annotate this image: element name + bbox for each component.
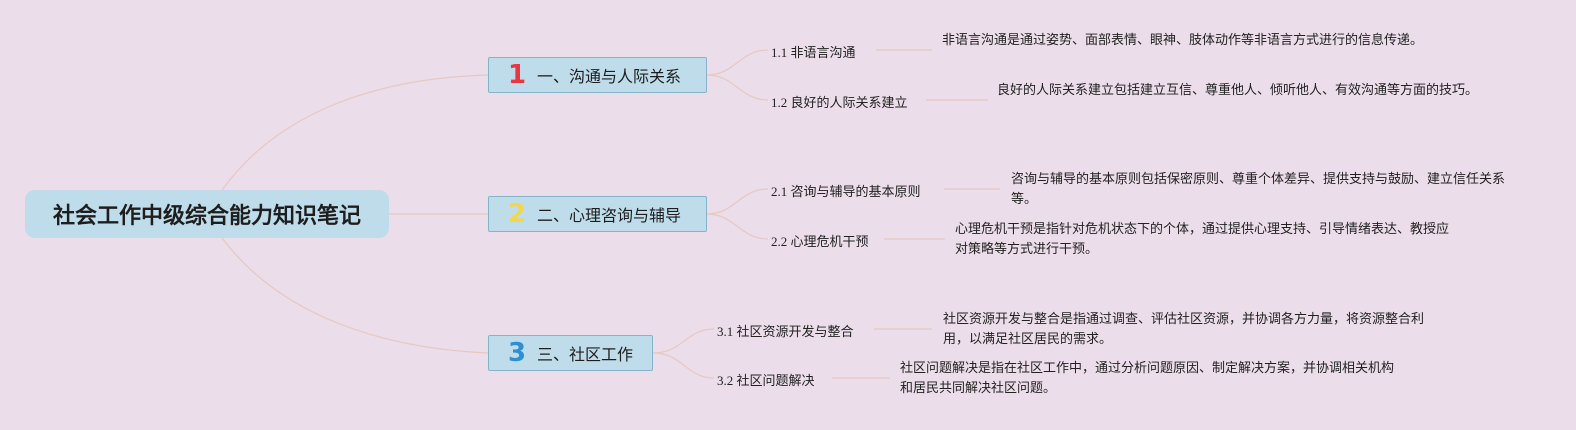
topic-title: 二、心理咨询与辅导 [537, 206, 682, 225]
description-3-2: 社区问题解决是指在社区工作中，通过分析问题原因、制定解决方案，并协调相关机构和居… [900, 361, 1395, 396]
description-3-1: 社区资源开发与整合是指通过调查、评估社区资源，并协调各方力量，将资源整合利用，以… [943, 312, 1425, 347]
number-two-icon: 2 [507, 199, 527, 229]
connector-root-topic-3 [221, 237, 489, 354]
subtopic-3-2[interactable]: 3.2 社区问题解决 [717, 373, 815, 388]
number-three-icon: 3 [507, 338, 527, 368]
connector-topic-1-sub-1 [706, 49, 769, 76]
topic-node-3[interactable]: 3 三、社区工作 [488, 335, 653, 371]
topic-title: 三、社区工作 [537, 345, 634, 364]
root-title: 社会工作中级综合能力知识笔记 [52, 204, 361, 229]
subtopic-2-2[interactable]: 2.2 心理危机干预 [771, 234, 869, 249]
description-2-1: 咨询与辅导的基本原则包括保密原则、尊重个体差异、提供支持与鼓励、建立信任关系等。 [1011, 172, 1506, 207]
subtopic-1-2[interactable]: 1.2 良好的人际关系建立 [771, 95, 908, 110]
number-one-icon: 1 [507, 60, 527, 90]
root-node[interactable]: 社会工作中级综合能力知识笔记 [25, 190, 389, 238]
subtopic-3-1[interactable]: 3.1 社区资源开发与整合 [717, 324, 854, 339]
description-1-1: 非语言沟通是通过姿势、面部表情、眼神、肢体动作等非语言方式进行的信息传递。 [942, 33, 1424, 48]
description-2-2: 心理危机干预是指针对危机状态下的个体，通过提供心理支持、引导情绪表达、教授应对策… [955, 222, 1450, 257]
topic-node-2[interactable]: 2 二、心理咨询与辅导 [488, 196, 707, 232]
connector-topic-2-sub-1 [706, 188, 769, 215]
connector-topic-3-sub-2 [652, 352, 715, 379]
topic-node-1[interactable]: 1 一、沟通与人际关系 [488, 57, 707, 93]
connector-topic-1-sub-2 [706, 74, 769, 101]
connector-root-topic-1 [221, 74, 489, 191]
connector-topic-3-sub-1 [652, 328, 715, 354]
subtopic-1-1[interactable]: 1.1 非语言沟通 [771, 45, 856, 60]
subtopic-2-1[interactable]: 2.1 咨询与辅导的基本原则 [771, 184, 921, 199]
connector-topic-2-sub-2 [706, 213, 769, 240]
description-1-2: 良好的人际关系建立包括建立互信、尊重他人、倾听他人、有效沟通等方面的技巧。 [997, 83, 1479, 98]
topic-title: 一、沟通与人际关系 [537, 67, 682, 86]
